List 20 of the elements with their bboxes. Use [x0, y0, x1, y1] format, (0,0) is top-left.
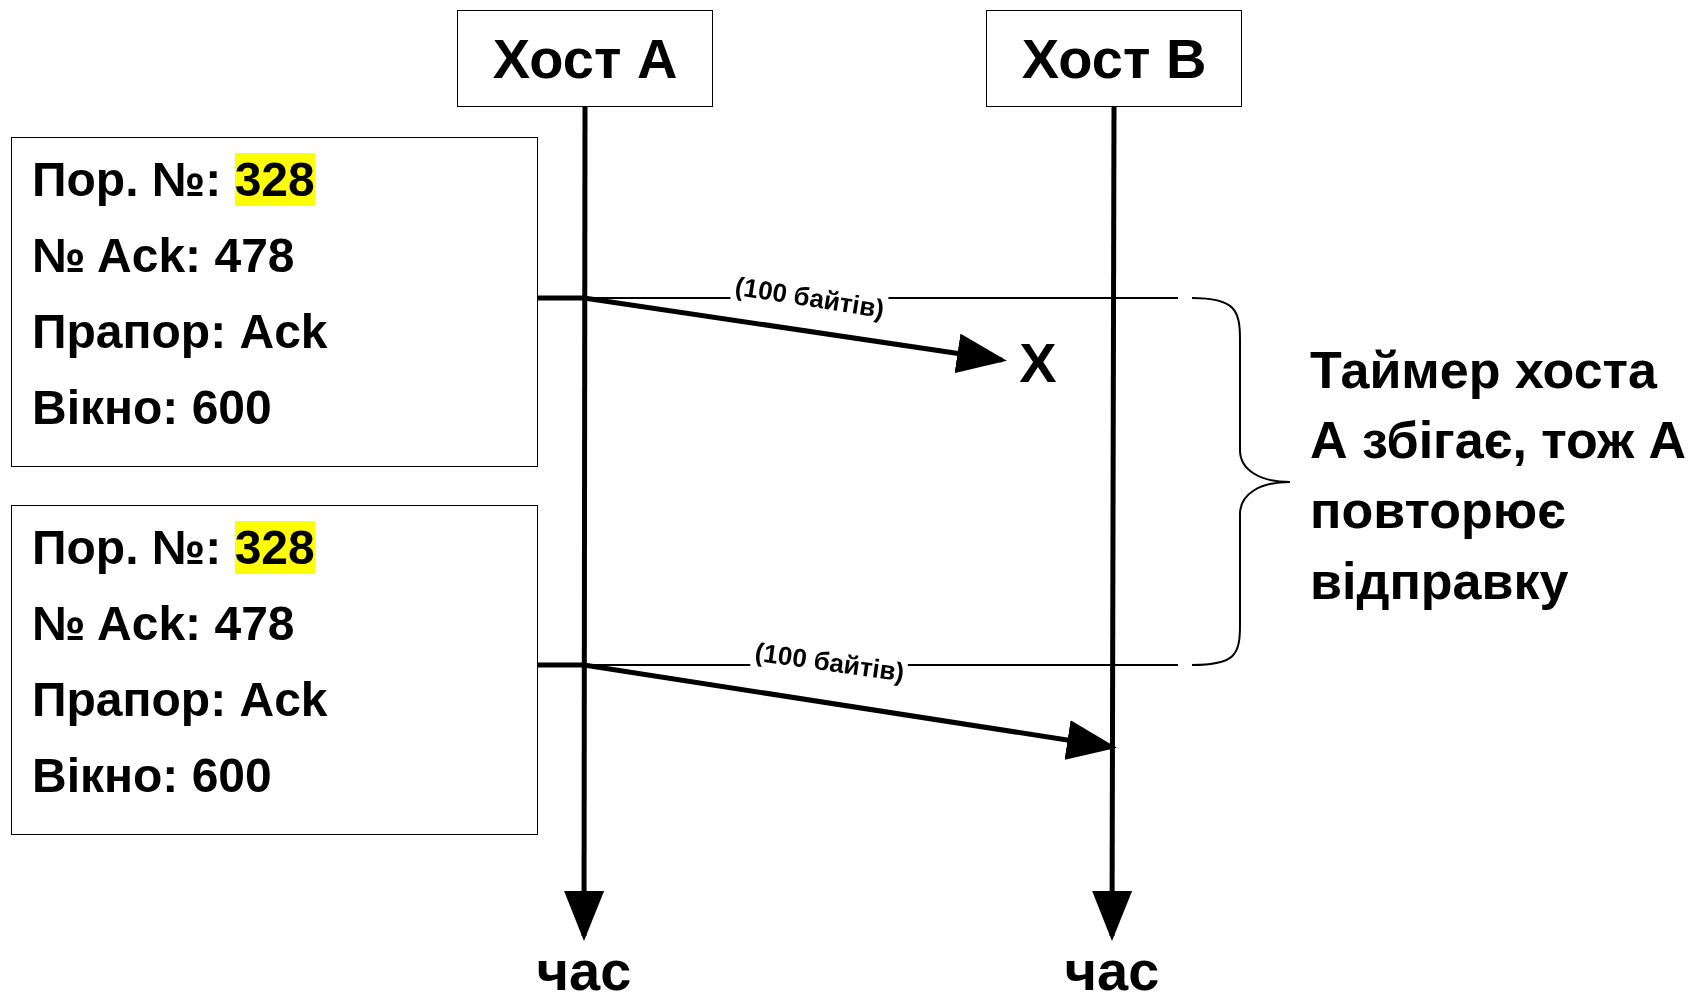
host-box: Хост В: [986, 10, 1242, 107]
segment-field: Вікно: 600: [32, 752, 517, 800]
loss-mark: X: [1002, 330, 1074, 400]
segment-field: Пор. №: 328: [32, 156, 517, 204]
timeline-arrow: [1092, 107, 1133, 941]
host-box: Хост А: [457, 10, 713, 107]
segment-field: Вікно: 600: [32, 384, 517, 432]
segment-field: № Ack: 478: [32, 600, 517, 648]
segment-field: Прапор: Ack: [32, 308, 517, 356]
time-label: час: [534, 938, 634, 994]
segment-field: Прапор: Ack: [32, 676, 517, 724]
time-label: час: [1062, 938, 1162, 994]
segment-field: № Ack: 478: [32, 232, 517, 280]
segment-field: Пор. №: 328: [32, 524, 517, 572]
segment-box: [11, 137, 538, 467]
timeline-arrow: [564, 107, 605, 941]
segment-arrow: [538, 662, 1117, 760]
segment-arrow: [538, 295, 1007, 374]
note-text: Таймер хоста А збігає, тож А повторює відправку: [1310, 340, 1688, 612]
segment-box: [11, 505, 538, 835]
